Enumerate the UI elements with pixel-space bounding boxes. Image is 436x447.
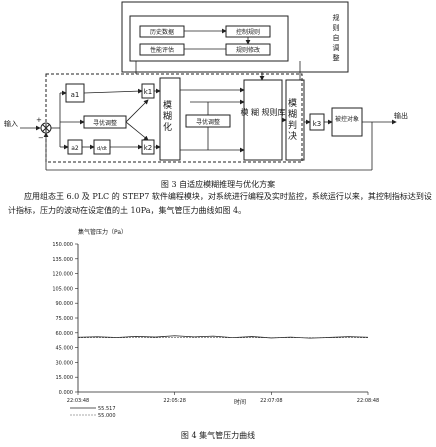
y-tick-label: 45.000 — [56, 346, 74, 352]
legend-label: 55.517 — [98, 406, 116, 412]
box-performance: 性能评估 — [150, 46, 174, 54]
body-paragraph: 应用组态王 6.0 及 PLC 的 STEP7 软件编程模块，对系统进行编程及实… — [8, 192, 432, 215]
label-rule-base: 模 糊 规则库 — [240, 107, 285, 117]
label-input: 输入 — [4, 119, 18, 128]
label-tune1: 寻优调整 — [93, 119, 117, 127]
label-k2: k2 — [144, 144, 153, 152]
x-tick-label: 22:08:48 — [357, 398, 379, 404]
legend-label: 55.000 — [98, 413, 116, 419]
box-history: 历史数据 — [150, 28, 174, 36]
label-k1: k1 — [144, 88, 153, 96]
y-tick-label: 15.000 — [56, 375, 74, 381]
fig3-caption: 图 3 自适应模糊推理与优化方案 — [160, 180, 276, 189]
top-block-label: 规则自调整 — [332, 13, 340, 64]
y-tick-label: 105.000 — [52, 286, 73, 292]
label-k3: k3 — [313, 120, 322, 128]
x-axis-label: 时间 — [234, 398, 246, 406]
label-decide: 模糊判决 — [286, 98, 297, 142]
x-tick-label: 22:07:08 — [260, 398, 282, 404]
label-ddt: d/dt — [97, 146, 107, 152]
y-tick-label: 90.000 — [56, 301, 74, 307]
label-a1: a1 — [71, 91, 80, 99]
label-plant: 被控对象 — [335, 115, 359, 123]
fig3-diagram: 规则自调整 历史数据 性能评估 控制规则 规则修改 a1 a2 d/dt k1 … — [4, 1, 408, 171]
y-tick-label: 75.000 — [56, 316, 74, 322]
box-control-rules: 控制规则 — [236, 28, 260, 36]
label-a2: a2 — [71, 145, 79, 152]
minus-sign: − — [38, 134, 44, 142]
y-tick-label: 60.000 — [56, 331, 74, 337]
y-tick-label: 120.000 — [52, 272, 73, 278]
y-tick-label: 135.000 — [52, 257, 73, 263]
y-tick-label: 0.000 — [59, 390, 73, 396]
x-tick-label: 22:05:28 — [163, 398, 185, 404]
fig4-chart: 集气管压力（Pa） 150.000 135.000 120.000 105.000 90… — [52, 228, 379, 419]
fig4-caption: 图 4 集气管压力曲线 — [180, 431, 256, 440]
y-tick-label: 30.000 — [56, 360, 74, 366]
label-output: 输出 — [394, 111, 408, 120]
y-axis-label: 集气管压力（Pa） — [78, 228, 127, 236]
plus-sign: + — [36, 116, 42, 124]
y-tick-label: 150.000 — [52, 242, 73, 248]
box-rule-modify: 规则修改 — [236, 46, 260, 54]
label-fuzzify: 模糊化 — [161, 100, 172, 133]
label-tune2: 寻优调整 — [196, 118, 220, 126]
x-tick-label: 22:03:48 — [67, 398, 89, 404]
